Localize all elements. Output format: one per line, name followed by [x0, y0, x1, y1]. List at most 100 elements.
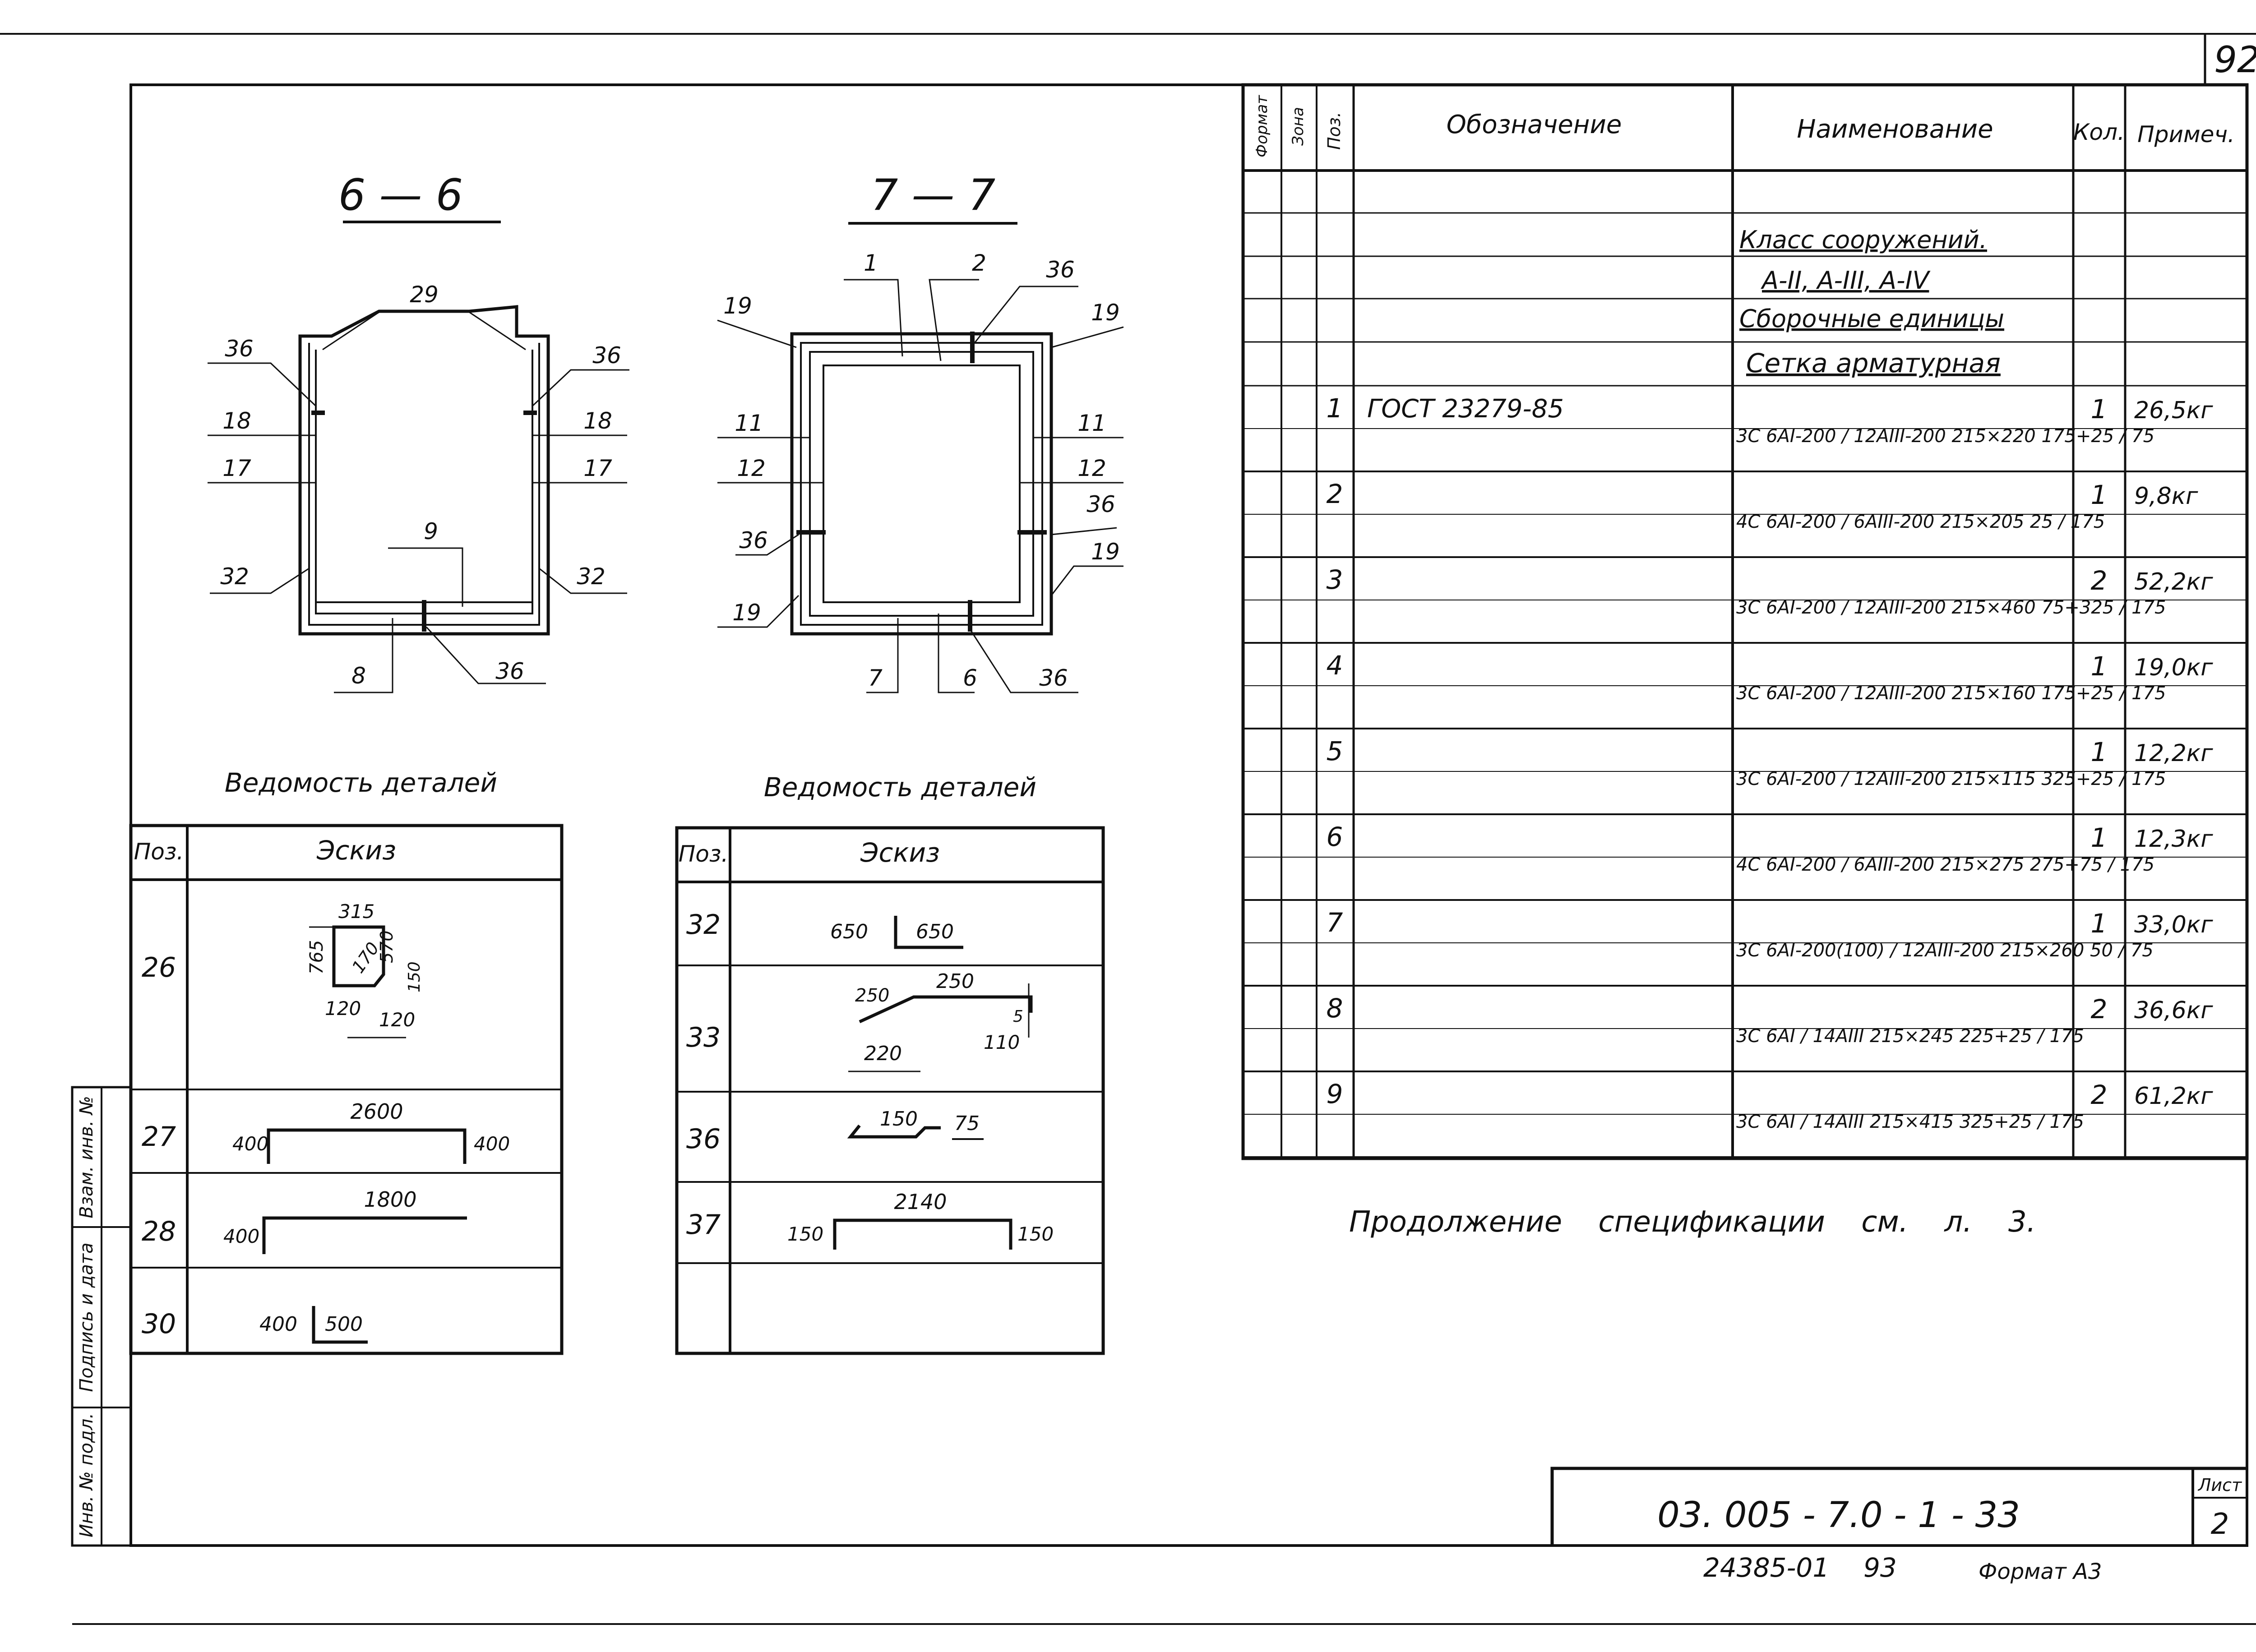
spec-note: 19,0кг [2134, 654, 2213, 681]
section-6-6: 6 — 6 29 36 36 18 18 17 17 9 32 32 8 36 [208, 171, 629, 693]
pos-37: 37 [686, 1209, 721, 1241]
spec-name: 3С 6АI-200 / 12АIII-200 215×160 175+25 /… [1736, 683, 2166, 704]
spec-header-qty: Кол. [2073, 119, 2125, 145]
spec-qty: 1 [2091, 908, 2108, 939]
spec-qty: 2 [2091, 565, 2108, 596]
label-12-left: 12 [737, 455, 766, 481]
spec-pos: 5 [1327, 736, 1343, 766]
spec-header-pos: Поз. [1324, 112, 1344, 150]
svg-text:765: 765 [306, 940, 327, 974]
group-line: Сетка арматурная [1746, 348, 2001, 378]
sketch-26: 315 765 570 170 150 120 120 [306, 900, 424, 1038]
label-36-left: 36 [225, 336, 254, 362]
svg-text:250: 250 [936, 970, 974, 993]
pos-28: 28 [142, 1216, 176, 1247]
spec-header-name: Наименование [1797, 115, 1993, 144]
label-17-left: 17 [222, 455, 251, 481]
spec-name: 4С 6АI-200 / 6АIII-200 215×205 25 / 175 [1736, 512, 2105, 532]
svg-text:650: 650 [916, 920, 954, 943]
spec-name: 3С 6АI / 14АIII 215×245 225+25 / 175 [1736, 1026, 2084, 1047]
details-table-right: Ведомость деталей Поз. Эскиз 32 33 36 37… [675, 772, 1105, 1355]
svg-text:2140: 2140 [894, 1190, 947, 1214]
sketch-37: 2140 150 150 [787, 1190, 1054, 1250]
sheet-number: 2 [2211, 1508, 2229, 1541]
spec-qty: 1 [2091, 394, 2108, 425]
spec-pos: 1 [1327, 393, 1343, 424]
spec-name: 3С 6АI-200 / 12АIII-200 215×220 175+25 /… [1736, 426, 2154, 447]
label-29: 29 [410, 281, 439, 308]
svg-text:2600: 2600 [350, 1099, 403, 1124]
svg-text:570: 570 [377, 930, 397, 963]
label-32-right: 32 [577, 563, 606, 590]
group-line: А-II, А-III, А-IV [1761, 266, 1931, 295]
spec-qty: 1 [2091, 822, 2108, 853]
header-pos: Поз. [679, 841, 729, 867]
label-36-top: 36 [1046, 257, 1075, 283]
spec-name: 3С 6АI-200(100) / 12АIII-200 215×260 50 … [1736, 940, 2154, 961]
spec-qty: 2 [2091, 994, 2108, 1024]
svg-text:150: 150 [1017, 1223, 1054, 1245]
svg-text:400: 400 [232, 1133, 268, 1155]
label-36-right: 36 [592, 342, 621, 369]
label-19-top-left: 19 [723, 293, 752, 319]
spec-qty: 2 [2091, 1080, 2108, 1110]
sketch-32: 650 650 [830, 916, 963, 949]
sketch-28: 1800 400 [223, 1187, 467, 1254]
label-11-right: 11 [1077, 410, 1106, 436]
pos-33: 33 [686, 1022, 721, 1053]
label-18-right: 18 [583, 408, 612, 434]
spec-header-note: Примеч. [2137, 121, 2235, 148]
label-36-left: 36 [739, 527, 768, 554]
pos-30: 30 [142, 1308, 176, 1340]
label-12-right: 12 [1077, 455, 1106, 481]
continuation-note: Продолжение спецификации см. л. 3. [1349, 1205, 2036, 1239]
spec-note: 12,2кг [2134, 740, 2213, 767]
spec-note: 52,2кг [2134, 568, 2213, 595]
svg-text:5: 5 [1013, 1007, 1023, 1026]
spec-header-zone: Зона [1289, 107, 1307, 146]
copy-number: 93 [1863, 1552, 1897, 1583]
spec-note: 33,0кг [2134, 911, 2213, 938]
stamp-signature-date: Подпись и дата [76, 1242, 97, 1392]
svg-text:400: 400 [474, 1133, 510, 1155]
details-table-left: Ведомость деталей Поз. Эскиз 26 27 28 30… [129, 767, 564, 1355]
sketch-36: 150 75 [847, 1107, 984, 1140]
section-7-7: 7 — 7 1 2 36 19 19 11 11 12 12 36 [717, 171, 1124, 693]
label-19-top-right: 19 [1091, 300, 1120, 326]
spec-qty: 1 [2091, 737, 2108, 767]
label-8: 8 [351, 663, 366, 689]
label-2: 2 [972, 250, 986, 276]
spec-pos: 4 [1327, 650, 1343, 681]
svg-text:220: 220 [864, 1042, 902, 1065]
spec-pos: 8 [1327, 993, 1343, 1024]
sketch-30: 400 500 [259, 1306, 368, 1344]
svg-text:150: 150 [787, 1223, 823, 1245]
spec-designation: ГОСТ 23279-85 [1367, 394, 1564, 424]
inventory-number: 24385-01 [1703, 1552, 1829, 1583]
sketch-33: 250 250 5 220 110 [848, 970, 1033, 1072]
spec-pos: 3 [1327, 564, 1343, 595]
pos-32: 32 [686, 909, 721, 941]
label-36-bottom: 36 [495, 658, 524, 684]
format-label: Формат А3 [1979, 1559, 2102, 1584]
spec-note: 9,8кг [2134, 483, 2198, 510]
spec-pos: 2 [1327, 479, 1343, 509]
header-sketch: Эскиз [860, 837, 940, 868]
pos-36: 36 [686, 1123, 721, 1155]
svg-text:1800: 1800 [364, 1187, 416, 1212]
label-19-bottom-right: 19 [1091, 539, 1120, 565]
section-title: 6 — 6 [338, 171, 463, 220]
svg-text:110: 110 [984, 1031, 1020, 1053]
spec-name: 3С 6АI / 14АIII 215×415 325+25 / 175 [1736, 1112, 2084, 1132]
stamp-original-inventory: Инв. № подл. [76, 1413, 97, 1537]
label-32-left: 32 [220, 563, 249, 590]
sketch-27: 2600 400 400 [232, 1099, 510, 1164]
spec-pos: 7 [1327, 907, 1343, 938]
label-36-right: 36 [1086, 491, 1115, 517]
svg-text:75: 75 [954, 1112, 980, 1135]
pos-27: 27 [142, 1121, 176, 1153]
section-title: 7 — 7 [871, 171, 995, 220]
group-line: Сборочные единицы [1739, 305, 2004, 333]
stamp-replace-inventory: Взам. инв. № [76, 1096, 97, 1218]
